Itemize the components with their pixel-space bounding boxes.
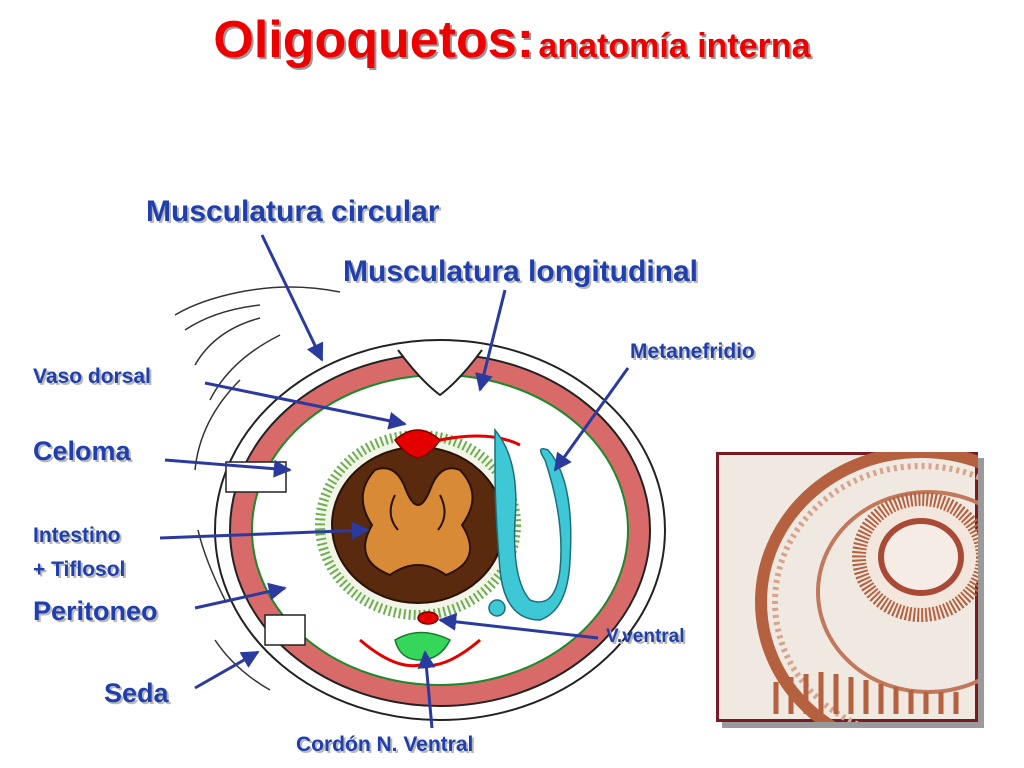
pointer-arrows — [159, 234, 630, 729]
dorsal-notch — [397, 349, 483, 397]
label-intestino: Intestino — [33, 524, 121, 547]
slide-title: Oligoquetos: anatomía interna — [0, 10, 1024, 70]
dorsal-vessel — [394, 429, 441, 459]
metanephridium — [494, 427, 572, 621]
lateral-vessel — [439, 434, 521, 447]
label-metanefridio: Metanefridio — [630, 340, 755, 363]
label-musculatura-circular: Musculatura circular — [146, 195, 440, 228]
label-seda: Seda — [104, 678, 169, 708]
nephrostome — [488, 599, 506, 617]
title-sub: anatomía interna — [538, 27, 811, 65]
ventral-seta-gap — [264, 614, 306, 646]
label-peritoneo: Peritoneo — [33, 596, 158, 626]
title-main: Oligoquetos: — [213, 11, 535, 69]
ventral-nerve-cord — [394, 631, 452, 661]
ventral-vessel — [417, 611, 439, 625]
label-cordon-n-ventral: Cordón N. Ventral — [296, 733, 474, 756]
label-musculatura-longitudinal: Musculatura longitudinal — [343, 255, 699, 288]
label-vaso-dorsal: Vaso dorsal — [33, 365, 151, 388]
histology-micrograph — [716, 452, 978, 722]
label-tiflosol: + Tiflosol — [33, 558, 126, 581]
tiflosol — [361, 467, 474, 577]
label-v-ventral: V.ventral — [606, 626, 685, 647]
label-celoma: Celoma — [33, 436, 131, 466]
